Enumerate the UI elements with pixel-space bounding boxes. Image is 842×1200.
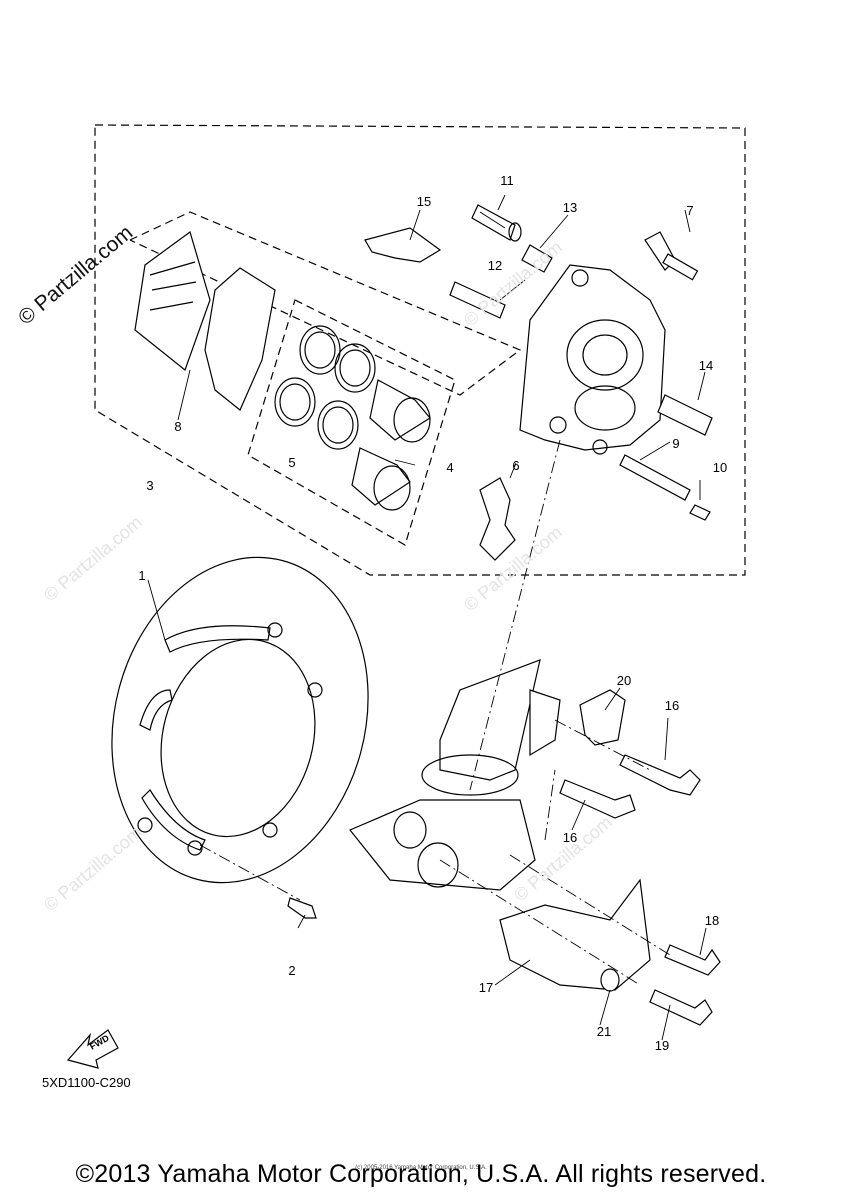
- callout-9: 9: [672, 436, 679, 451]
- callout-2: 2: [288, 963, 295, 978]
- callout-4: 4: [446, 460, 453, 475]
- pad-group-boundary: [129, 211, 522, 396]
- callout-13: 13: [563, 200, 577, 215]
- bleed-screw: [644, 231, 699, 281]
- brake-pad-outer: [204, 267, 276, 411]
- pad-support: [479, 477, 516, 561]
- callout-18: 18: [705, 913, 719, 928]
- disc-guard: [499, 878, 651, 991]
- brake-pad-inner: [134, 231, 211, 371]
- caliper-nut: [689, 504, 711, 521]
- callout-5: 5: [288, 455, 295, 470]
- callout-1: 1: [138, 568, 145, 583]
- diagram-code: 5XD1100-C290: [42, 1075, 131, 1090]
- callout-16a: 16: [665, 698, 679, 713]
- brake-disc: [111, 556, 369, 884]
- callout-19: 19: [655, 1038, 669, 1053]
- pad-pin-lower: [449, 281, 506, 319]
- piston-seals: [274, 325, 376, 450]
- callout-labels: 1 2 3 4 5 6 7 8 9 10 11 12 13 14 15 16 1…: [138, 173, 727, 1053]
- guard-bracket: [579, 689, 626, 746]
- copyright-notice: ©2013 Yamaha Motor Corporation, U.S.A. A…: [75, 1160, 767, 1188]
- callout-20: 20: [617, 673, 631, 688]
- callout-10: 10: [713, 460, 727, 475]
- leader-lines: [147, 194, 707, 1041]
- callout-7: 7: [686, 203, 693, 218]
- guard-bolt-d: [649, 989, 713, 1026]
- guard-bolt-a: [619, 754, 701, 796]
- callout-16b: 16: [563, 830, 577, 845]
- callout-11: 11: [500, 173, 514, 188]
- callout-15: 15: [417, 194, 431, 209]
- front-fork-leg: [349, 659, 561, 891]
- callout-17: 17: [479, 980, 493, 995]
- callout-12: 12: [488, 258, 502, 273]
- callout-14: 14: [699, 358, 713, 373]
- guard-bolt-b: [559, 779, 636, 819]
- pad-spring: [364, 227, 442, 263]
- callout-8: 8: [174, 419, 181, 434]
- disc-bolt: [287, 897, 317, 919]
- fwd-arrow: [66, 1029, 119, 1069]
- caliper-sleeve: [657, 394, 713, 436]
- small-copyright: (c) 2005-2016 Yamaha Motor Corporation, …: [355, 1165, 487, 1171]
- piston-group-boundary: [247, 299, 456, 546]
- callout-21: 21: [597, 1024, 611, 1039]
- caliper-bolt: [619, 454, 691, 501]
- guard-washer: [600, 968, 620, 992]
- guard-bolt-c: [664, 944, 721, 976]
- caliper-assembly-boundary: [94, 124, 746, 576]
- caliper-body: [519, 264, 666, 455]
- pistons: [351, 379, 431, 511]
- callout-6: 6: [512, 458, 519, 473]
- pin-plug: [521, 244, 553, 273]
- callout-3: 3: [146, 478, 153, 493]
